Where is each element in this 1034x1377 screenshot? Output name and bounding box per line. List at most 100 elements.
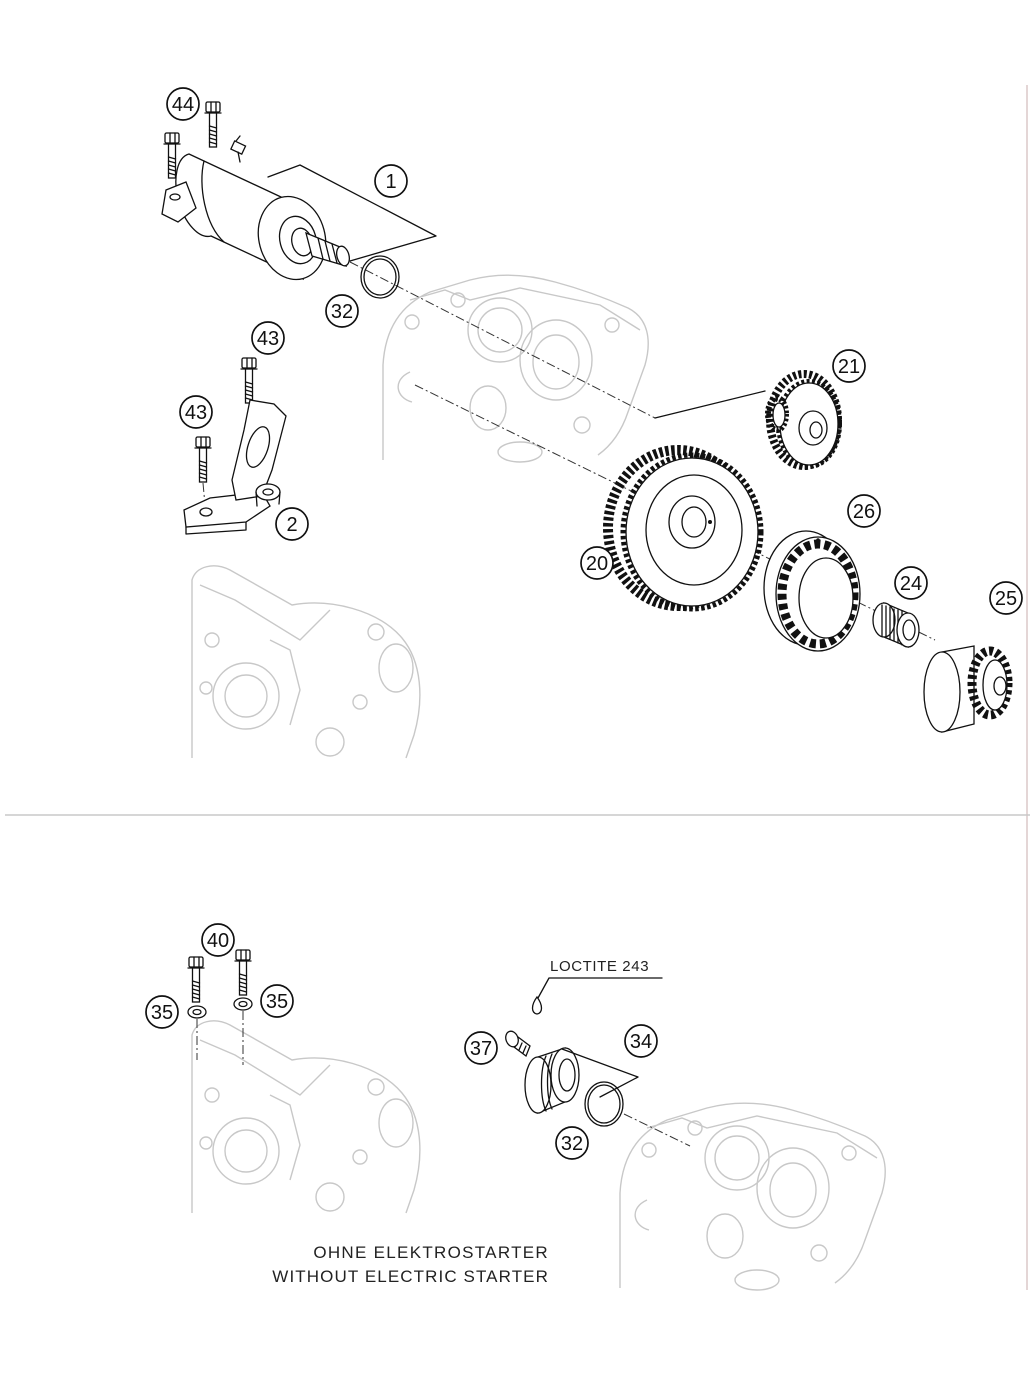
- intermediate-gear: [765, 370, 842, 470]
- gear21-face: [779, 382, 839, 466]
- bearing-front: [896, 612, 920, 648]
- callout-number: 43: [257, 328, 279, 350]
- callout-ring: [847, 494, 881, 528]
- cover-bolt-right: [234, 949, 252, 996]
- callout-ring: [145, 995, 179, 1029]
- callout-number: 25: [995, 588, 1017, 610]
- assembly-link-gear21: [654, 390, 766, 419]
- callout-1-leader: [267, 164, 437, 262]
- bracket-boss: [255, 483, 281, 501]
- caption-german: OHNE ELEKTROSTARTER: [313, 1243, 549, 1262]
- callout-32-top: 32: [325, 294, 359, 328]
- callout-ring: [166, 87, 200, 121]
- o-ring-bottom: [584, 1081, 624, 1127]
- o-ring-outer: [360, 255, 400, 299]
- starter-motor: [161, 135, 350, 281]
- callout-number: 35: [151, 1002, 173, 1024]
- needle-bearing: [872, 602, 920, 648]
- washer-right: [233, 997, 253, 1011]
- assembly-axis-starter: [349, 261, 656, 419]
- callout-number: 34: [630, 1031, 652, 1053]
- washer-left: [187, 1005, 207, 1019]
- callout-number: 35: [266, 991, 288, 1013]
- gear21-pinion-teeth: [765, 395, 789, 433]
- callout-number: 24: [900, 573, 922, 595]
- callout-44: 44: [166, 87, 200, 121]
- bracket-bolt-lower: [194, 436, 212, 483]
- loctite-drop-icon: [531, 995, 543, 1015]
- callout-number: 26: [853, 501, 875, 523]
- motor-front-boss: [278, 215, 318, 265]
- callout-ring: [624, 1024, 658, 1058]
- callout-number: 37: [470, 1038, 492, 1060]
- crankcase-bottom-left: [191, 1020, 421, 1214]
- callout-ring: [555, 1126, 589, 1160]
- plug-back: [524, 1056, 552, 1114]
- callout-26: 26: [847, 494, 881, 528]
- freewheel-sprags: [777, 539, 859, 649]
- bearing-needles: [881, 604, 903, 646]
- gear21-teeth-front: [776, 379, 842, 469]
- crankcase-top-middle: [382, 274, 649, 463]
- bracket-base-edge: [185, 521, 247, 535]
- callout-25: 25: [989, 581, 1023, 615]
- motor-terminal-stud: [235, 135, 241, 163]
- gear25-hub: [993, 676, 1007, 696]
- cover-bolt-left: [187, 956, 205, 1003]
- motor-terminal: [230, 140, 247, 156]
- callout-35-left: 35: [145, 995, 179, 1029]
- gear20-bore: [681, 506, 707, 538]
- callout-number: 40: [207, 930, 229, 952]
- plug-screw: [505, 1030, 531, 1058]
- freewheel-mark: [816, 538, 820, 542]
- callout-1: 1: [374, 164, 408, 198]
- callout-ring: [832, 349, 866, 383]
- washer-outer: [187, 1005, 207, 1019]
- callout-ring: [325, 294, 359, 328]
- gear25-bell-rim: [923, 651, 961, 733]
- freewheel: [763, 530, 861, 652]
- bearing-bore: [902, 619, 916, 641]
- callout-24: 24: [894, 566, 928, 600]
- starter-bolt-right: [204, 101, 222, 148]
- callout-20: 20: [580, 546, 614, 580]
- o-ring-inner: [363, 258, 397, 296]
- bracket-boss-side: [255, 491, 281, 507]
- gear20-hub: [668, 495, 716, 549]
- callout-21: 21: [832, 349, 866, 383]
- starter-bracket: [183, 399, 287, 535]
- o-ring-outer: [584, 1081, 624, 1127]
- freewheel-gear: [923, 645, 1013, 733]
- plug-recess: [558, 1058, 576, 1092]
- caption-english: WITHOUT ELECTRIC STARTER: [272, 1267, 549, 1286]
- motor-mount-hole: [169, 193, 181, 201]
- assembly-axis-plug: [623, 1113, 691, 1147]
- callout-ring: [179, 395, 213, 429]
- bracket-bolt-upper: [240, 357, 258, 404]
- callout-number: 2: [286, 514, 297, 536]
- bearing-back: [872, 602, 896, 638]
- screw-head: [505, 1030, 519, 1048]
- callout-40: 40: [201, 923, 235, 957]
- bracket-base-hole: [199, 507, 213, 517]
- callout-34-leader: [561, 1048, 639, 1098]
- callout-number: 43: [185, 402, 207, 424]
- motor-mount-ear: [161, 181, 197, 223]
- callout-number: 1: [385, 171, 396, 193]
- callout-number: 32: [561, 1133, 583, 1155]
- gear20-web: [645, 474, 743, 586]
- callout-43-upper: 43: [251, 321, 285, 355]
- callout-2: 2: [275, 507, 309, 541]
- washer-hole: [238, 1000, 248, 1008]
- callout-ring: [894, 566, 928, 600]
- motor-shaft-splines: [317, 237, 338, 264]
- callout-number: 32: [331, 301, 353, 323]
- freewheel-bore: [798, 557, 854, 639]
- starter-gear: [603, 445, 764, 612]
- closing-plug: [524, 1047, 580, 1114]
- callout-ring: [251, 321, 285, 355]
- callout-ring: [580, 546, 614, 580]
- washer-outer: [233, 997, 253, 1011]
- o-ring-top: [360, 255, 400, 299]
